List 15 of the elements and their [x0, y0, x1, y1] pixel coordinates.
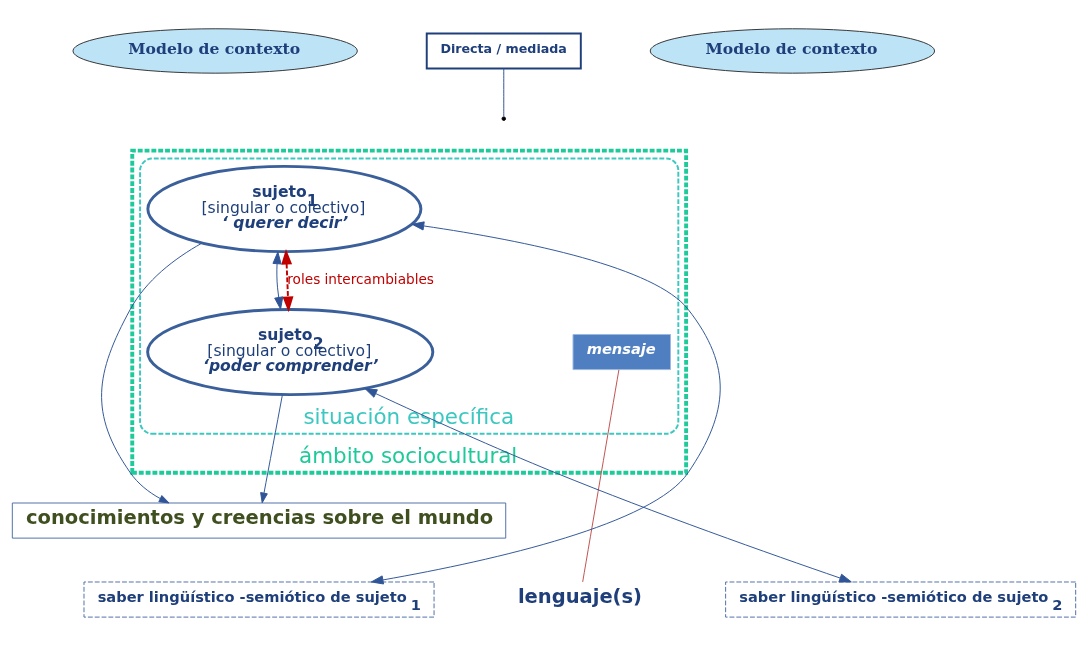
connector [503, 67, 505, 117]
node-box: conocimientos y creencias sobre el mundo [11, 502, 507, 539]
arrow [364, 387, 852, 582]
edge-label: roles intercambiables [287, 270, 434, 287]
node-ellipse: Modelo de contexto [649, 27, 936, 74]
node-ellipse: Modelo de contexto [72, 27, 358, 74]
node-box: Directa / mediada [425, 31, 582, 69]
arrow [370, 220, 721, 584]
node-text: lenguaje(s) [517, 584, 643, 608]
arrow [272, 251, 284, 310]
arrow [260, 394, 283, 503]
connector [582, 368, 620, 582]
arrow [281, 248, 294, 312]
arrow [101, 242, 203, 503]
node-box: mensaje [572, 333, 671, 370]
